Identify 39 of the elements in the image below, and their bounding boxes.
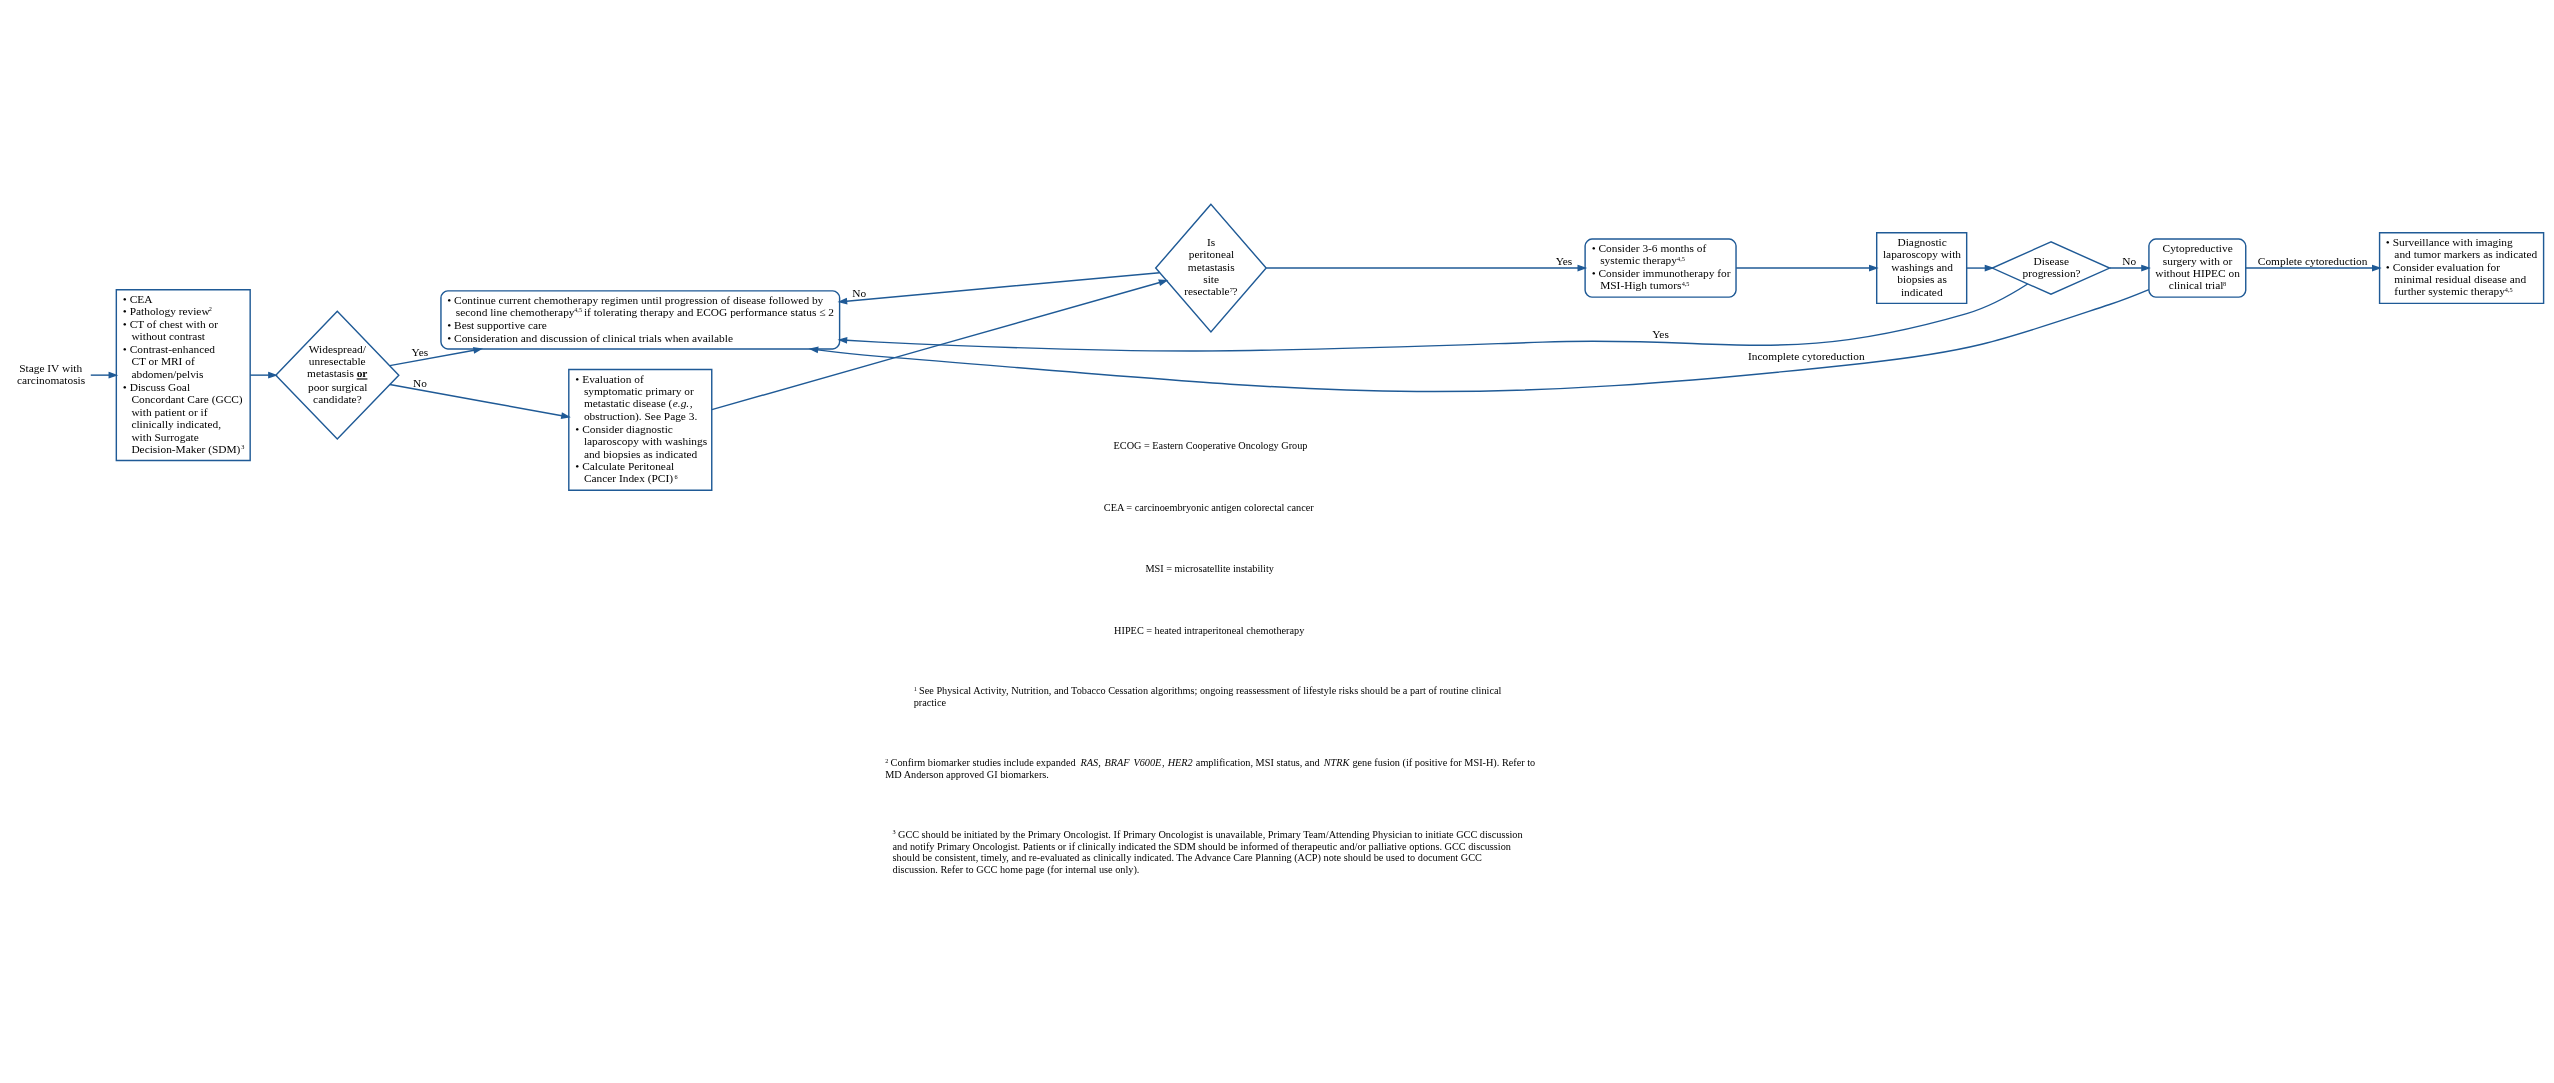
node-diamond: Disease progression? [1990, 240, 2112, 295]
node-diamond: Is peritoneal metastasis site resectable$^{7}$? [1154, 202, 1268, 333]
arrow [90, 371, 119, 379]
node-box: • Continue current chemotherapy regimen until progression of disease followed by second line chemotherapy$^{4,5}$ if tolerating therapy and ECOG performance status ≤ 2 • Best supportive care • Consideration and discussion of clinical trials when available [440, 289, 841, 350]
arrow [1735, 264, 1879, 271]
label: $^{3}$ GCC should be initiated by the Primary Oncologist. If Primary Oncologist is unavailable, Primary Team/Attending Physician to initiate GCC discussion and notify Primary Oncologist. Patients or if clinically indicated the SDM should be informed of therapeutic and/or palliative options. GCC discussion should be consistent, timely, and re-evaluated as clinically indicated. The Advance Care Planning (ACP) note should be used to document GCC discussion. Refer to GCC home page (for internal use only). [892, 827, 1523, 875]
label: MSI = microsatellite instability [1145, 562, 1274, 574]
edge-label: Yes [411, 345, 429, 358]
arrow [837, 271, 1161, 304]
arrow [389, 346, 484, 366]
edge-label: Complete cytoreduction [2257, 254, 2368, 267]
node-box: Cytopreductive surgery with or without HIPEC on clinical trial$^{8}$ [2148, 237, 2247, 298]
node-box: Diagnostic laparoscopy with washings and biopsies as indicated [1876, 231, 1968, 304]
edge-label: Incomplete cytoreduction [1748, 349, 1865, 362]
node-box: • CEA • Pathology review$^{2}$ • CT of chest with or without contrast • Contrast-enhanced CT or MRI of abdomen/pelvis • Discuss Goal Concordant Care (GCC) with patient or if clinically indicated, with Surrogate Decision-Maker (SDM)$^{3}$ [115, 288, 251, 461]
arrow [808, 288, 2150, 392]
node-box: • Consider 3-6 months of systemic therapy$^{4,5}$ • Consider immunotherapy for MSI-High tumors$^{4,5}$ [1584, 237, 1737, 298]
node-diamond: Widespread/ unresectable metastasis or poor surgical candidate? [274, 309, 400, 440]
label: $^{1}$ See Physical Activity, Nutrition, and Tobacco Cessation algorithms; ongoing reassessment of lifestyle risks should be a part of routine clinical practice [913, 684, 1502, 708]
edge-label: Yes [1652, 327, 1669, 340]
node-text: Stage IV with carcinomatosis [16, 361, 86, 386]
label: HIPEC = heated intraperitoneal chemotherapy [1114, 624, 1305, 636]
arrow [2109, 264, 2151, 271]
arrow [2245, 264, 2382, 271]
label: $^{2}$ Confirm biomarker studies include expanded RAS, BRAF V600E, HER2 amplification, MSI status, and NTRK gene fusion (if positive for MSI-H). Refer to MD Anderson approved GI biomarkers. [885, 756, 1536, 780]
node-box: • Evaluation of symptomatic primary or metastatic disease (e.g., obstruction). See Page 3. • Consider diagnostic laparoscopy with washings and biopsies as indicated • Calculate Peritoneal Cancer Index (PCI)$^{6}$ [568, 368, 713, 491]
node-box: • Surveillance with imaging and tumor markers as indicated • Consider evaluation for minimal residual disease and further systemic therapy$^{4,5}$ [2378, 231, 2545, 304]
edge-label: No [852, 286, 867, 299]
edge-label: Yes [1555, 254, 1573, 267]
arrow [837, 282, 2029, 352]
label: ECOG = Eastern Cooperative Oncology Group [1113, 439, 1308, 451]
edge-label: No [412, 376, 427, 389]
edge-label: No [2122, 254, 2137, 267]
arrow [389, 383, 571, 419]
arrow [711, 278, 1169, 410]
arrow [249, 371, 278, 379]
arrow [1265, 264, 1588, 271]
label: CEA = carcinoembryonic antigen colorectal cancer [1103, 501, 1314, 513]
arrow [1966, 264, 1995, 271]
